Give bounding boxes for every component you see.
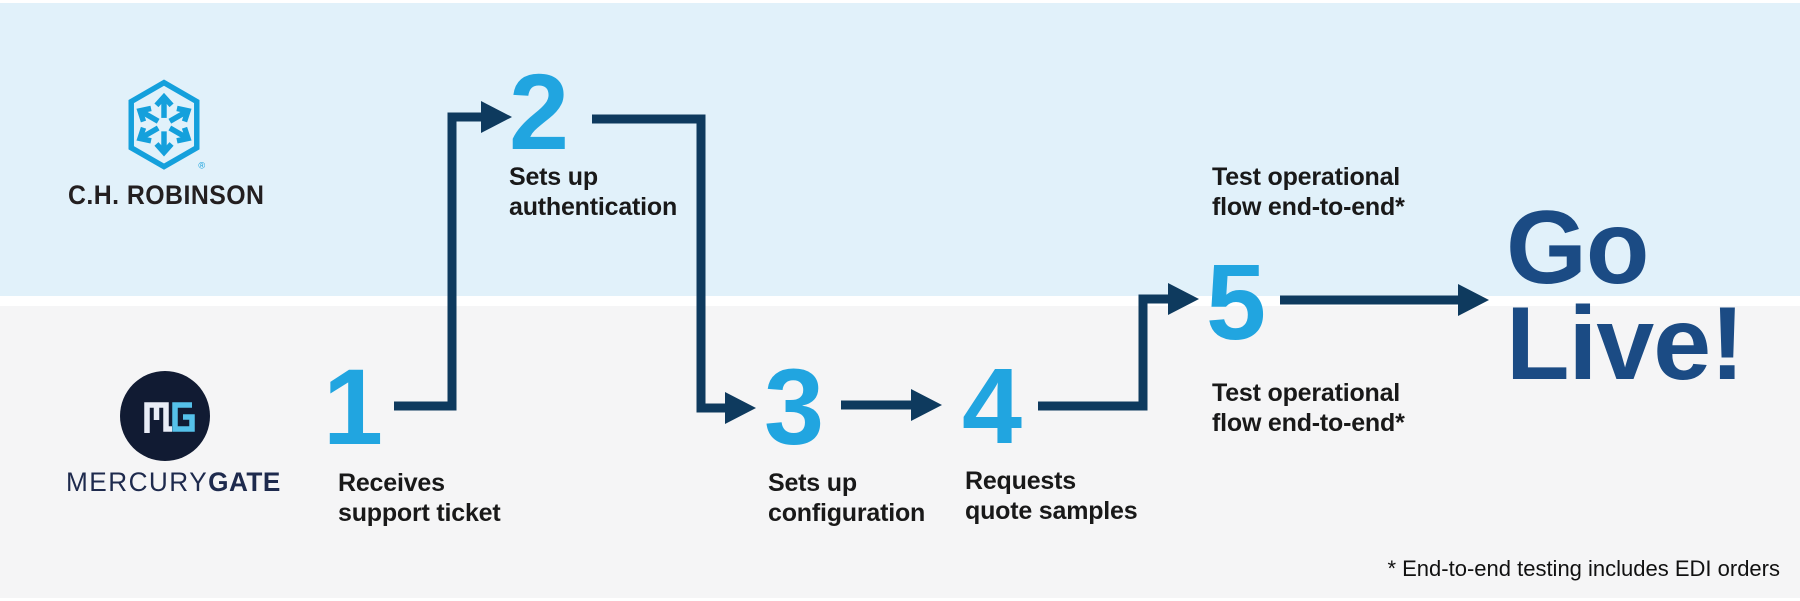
mercurygate-wordmark: MERCURYGATE bbox=[66, 467, 281, 498]
test-note-top: Test operational flow end-to-end* bbox=[1212, 162, 1405, 222]
arrowhead-step3 bbox=[725, 392, 756, 424]
chrobinson-wordmark: C.H. ROBINSON bbox=[68, 180, 265, 210]
label-line: Test operational bbox=[1212, 379, 1401, 407]
arrow-step2-to-step3 bbox=[592, 114, 727, 413]
step-4-label: Requests quote samples bbox=[965, 466, 1138, 526]
arrowhead-step5 bbox=[1168, 283, 1199, 315]
footnote: * End-to-end testing includes EDI orders bbox=[1387, 556, 1780, 581]
step-4-number: 4 bbox=[961, 345, 1022, 466]
registered-trademark: ® bbox=[198, 160, 205, 170]
label-line: Requests bbox=[965, 467, 1076, 495]
label-line: flow end-to-end* bbox=[1212, 409, 1405, 437]
step-3-label: Sets up configuration bbox=[768, 468, 925, 528]
mercurygate-logo-icon bbox=[120, 371, 210, 461]
label-line: authentication bbox=[509, 193, 678, 221]
arrowhead-step4 bbox=[911, 389, 942, 421]
go-live-text: Go Live! bbox=[1506, 196, 1745, 396]
go-live-line: Live! bbox=[1506, 286, 1745, 402]
chrobinson-logo-icon: ® bbox=[128, 79, 205, 170]
label-line: flow end-to-end* bbox=[1212, 193, 1405, 221]
step-1-number: 1 bbox=[322, 346, 383, 467]
arrow-step1-to-step2 bbox=[394, 112, 483, 411]
label-line: configuration bbox=[768, 499, 926, 527]
step-3-number: 3 bbox=[763, 346, 824, 467]
step-1-label: Receives support ticket bbox=[338, 468, 501, 528]
mercurygate-lane-background bbox=[0, 306, 1800, 598]
mg-monogram bbox=[144, 402, 195, 433]
label-line: Sets up bbox=[768, 469, 857, 497]
label-line: Receives bbox=[338, 469, 445, 497]
step-2-number: 2 bbox=[508, 51, 569, 172]
arrowhead-step2 bbox=[481, 101, 512, 133]
hexagon-outline bbox=[128, 79, 200, 170]
go-live-line: Go bbox=[1506, 190, 1649, 306]
label-line: Test operational bbox=[1212, 163, 1401, 191]
label-line: quote samples bbox=[965, 497, 1138, 525]
chrobinson-lane-background bbox=[0, 3, 1800, 296]
test-note-bottom: Test operational flow end-to-end* bbox=[1212, 378, 1405, 438]
step-5-number: 5 bbox=[1205, 241, 1266, 362]
mercurygate-wordmark-gate: GATE bbox=[208, 467, 281, 497]
mercurygate-wordmark-mercury: MERCURY bbox=[66, 467, 209, 497]
arrowhead-golive bbox=[1458, 284, 1489, 316]
label-line: Sets up bbox=[509, 163, 598, 191]
label-line: support ticket bbox=[338, 499, 501, 527]
arrow-step4-to-step5 bbox=[1038, 294, 1170, 411]
step-2-label: Sets up authentication bbox=[509, 162, 677, 222]
radiating-arrows-icon bbox=[136, 92, 192, 157]
lane-divider bbox=[0, 296, 1800, 306]
